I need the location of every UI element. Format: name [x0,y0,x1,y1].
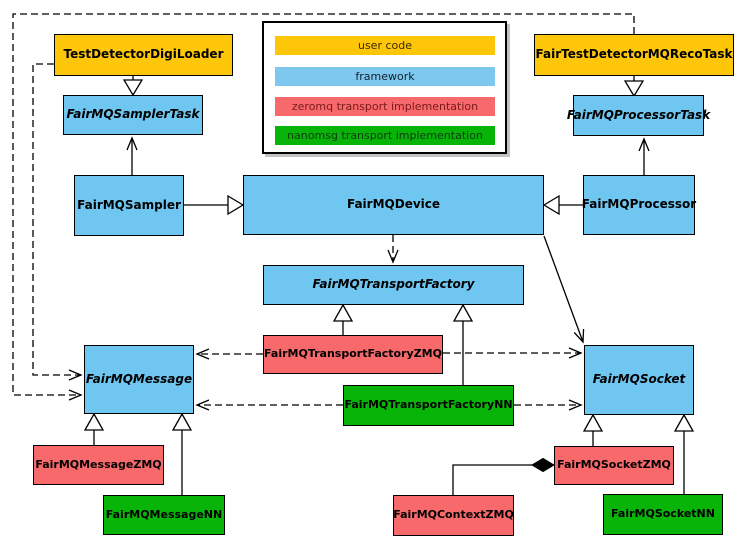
node-label: FairMQMessageZMQ [35,457,162,471]
node-fairmqtransportfactorynn: FairMQTransportFactoryNN [343,385,514,426]
node-label: FairMQSampler [77,197,181,212]
node-fairmqsampler: FairMQSampler [74,175,184,236]
node-label: FairMQDevice [346,197,441,212]
node-fairmqdevice: FairMQDevice [243,175,544,235]
edge-messagezmq-inherits-message [83,412,105,445]
legend-item-framework: framework [275,67,495,86]
node-label: FairMQContextZMQ [393,508,514,522]
legend-panel: user code framework zeromq transport imp… [262,21,507,154]
edge-digiloader-inherits-samplertask [122,76,144,97]
legend-label: user code [357,39,413,52]
edge-recotask-inherits-processortask [623,76,645,98]
node-label: TestDetectorDigiLoader [63,47,224,62]
node-fairmqmessage: FairMQMessage [84,345,194,414]
node-label: FairMQProcessor [581,197,697,212]
edge-tfzmq-inherits-transportfactory [332,303,354,335]
edge-socketnn-inherits-socket [673,413,695,494]
node-fairmqprocessor: FairMQProcessor [581,175,697,235]
node-fairmqsocketnn: FairMQSocketNN [603,494,723,535]
node-fairmqmessagenn: FairMQMessageNN [103,495,225,535]
edge-device-uses-socket [543,235,585,344]
node-label: FairMQMessageNN [105,507,223,521]
node-label: FairMQTransportFactoryZMQ [264,347,442,361]
node-fairmqcontextzmq: FairMQContextZMQ [393,495,514,536]
legend-item-zeromq: zeromq transport implementation [275,97,495,116]
node-label: FairMQProcessorTask [566,107,711,122]
node-fairmqsamplertask: FairMQSamplerTask [63,95,203,135]
edge-processor-inherits-device [542,194,583,216]
legend-label: nanomsg transport implementation [287,129,483,142]
node-fairmqsocketzmq: FairMQSocketZMQ [554,446,674,485]
node-fairmqtransportfactory: FairMQTransportFactory [263,265,524,305]
node-label: FairMQSamplerTask [66,107,200,122]
node-testdetectordigiloader: TestDetectorDigiLoader [54,34,233,76]
node-label: FairMQTransportFactoryNN [344,398,513,412]
node-fairmqmessagezmq: FairMQMessageZMQ [33,445,164,485]
legend-item-nanomsg: nanomsg transport implementation [275,126,495,145]
edge-socketzmq-composes-contextzmq [452,457,555,495]
node-label: FairMQSocket [592,372,686,387]
node-fairmqtransportfactoryzmq: FairMQTransportFactoryZMQ [263,335,443,374]
edge-socketzmq-inherits-socket [582,413,604,446]
node-fairmqsocket: FairMQSocket [584,345,694,415]
node-fairtestdetectormqrecotask: FairTestDetectorMQRecoTask [534,34,734,76]
edge-sampler-inherits-device [184,194,245,216]
edge-tfnn-inherits-transportfactory [452,303,474,385]
legend-label: framework [355,70,415,83]
legend-label: zeromq transport implementation [291,100,479,113]
edge-messagenn-inherits-message [171,412,193,495]
node-label: FairMQSocketNN [611,507,715,521]
node-label: FairMQMessage [85,371,193,386]
node-label: FairTestDetectorMQRecoTask [535,47,733,62]
legend-item-user-code: user code [275,36,495,55]
node-label: FairMQSocketZMQ [557,458,671,472]
node-fairmqprocessortask: FairMQProcessorTask [567,95,710,136]
node-label: FairMQTransportFactory [312,277,475,292]
